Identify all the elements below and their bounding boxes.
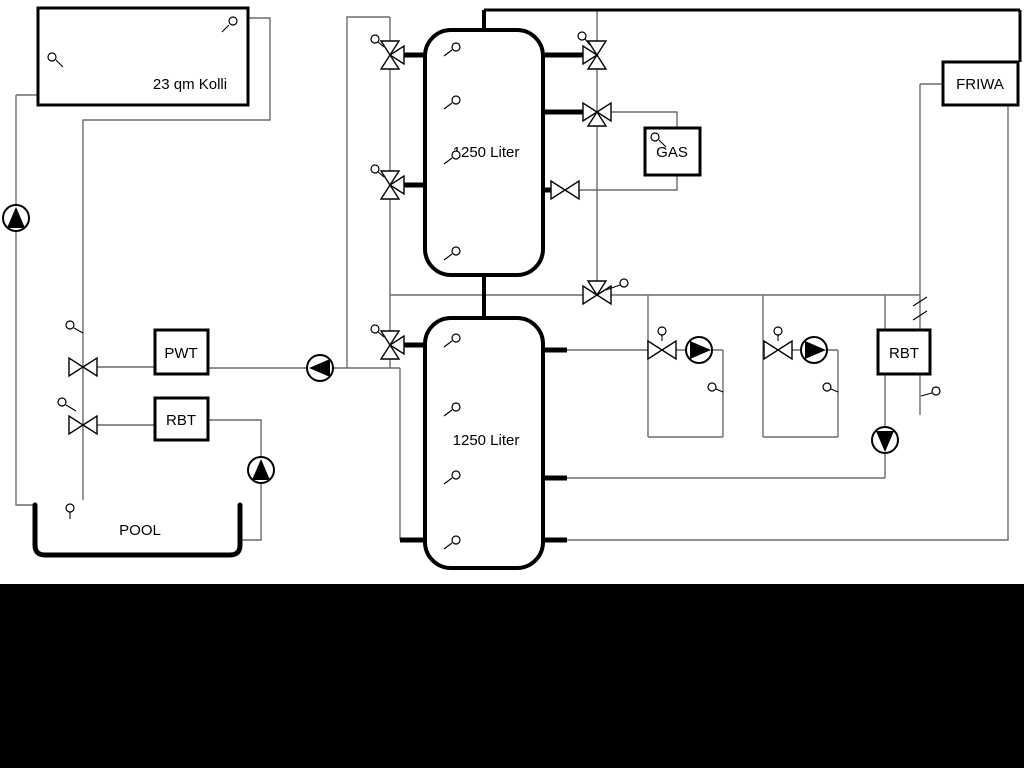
charge-valve-actuator-icon [370, 324, 385, 338]
tank1-sensor-icon [443, 42, 461, 57]
rbt-right-label: RBT [889, 345, 919, 362]
tank1-sensor-icon [443, 95, 461, 110]
mixing-valve-actuator-icon [605, 278, 629, 291]
pool-pump-icon [247, 456, 275, 484]
buffer-tank-top: 1250 Liter [423, 28, 545, 277]
valve-icons [68, 40, 793, 436]
footer-black-bar [0, 584, 1024, 768]
pwt-heat-exchanger: PWT [153, 328, 210, 376]
tank-top-header-pipe [484, 8, 1022, 62]
charge-valve-actuator-icon [370, 164, 385, 178]
friwa-box [941, 60, 1020, 107]
line-break-ticks [912, 296, 928, 321]
pwt-label: PWT [164, 345, 197, 362]
collector-label: 23 qm Kolli [153, 76, 227, 93]
charge-valve-icon-tank1-top [379, 40, 405, 70]
collector-box [36, 6, 250, 107]
friwa-label: FRIWA [956, 76, 1004, 93]
tank1-body [423, 28, 545, 277]
buffer-tank-bottom: 1250 Liter [423, 316, 545, 570]
circuit2-pump-icon [800, 336, 828, 364]
pool-outline [32, 502, 243, 558]
three-way-valve-icon-gas-supply [582, 101, 612, 127]
tank2-sensor-icon [443, 402, 461, 417]
circuit1-pump-icon [685, 336, 713, 364]
tank2-sensor-icon [443, 535, 461, 550]
pump-icons [2, 204, 899, 484]
mixing-valve-icon-heating [582, 280, 612, 306]
circuit1-valve-actuator-icon [657, 326, 667, 341]
collector-panel: 23 qm Kolli [36, 6, 250, 107]
three-way-valve-icon-solar-rbt [68, 414, 98, 436]
valve-icon-gas-return [550, 179, 580, 201]
pwt-box [153, 328, 210, 376]
tank2-sensor-icon [443, 333, 461, 348]
valve-icon-circuit1 [647, 339, 677, 361]
gas-sensor-icon [650, 132, 667, 148]
gas-label: GAS [656, 144, 688, 161]
tank1-label: 1250 Liter [453, 144, 520, 161]
charge-valve-icon-tank2-top [379, 330, 405, 360]
collector-sensor-icon [47, 52, 64, 68]
valve-icon-circuit2 [763, 339, 793, 361]
pool-basin: POOL [32, 502, 243, 558]
circuit1-return-sensor-icon [707, 382, 724, 393]
circuit2-valve-actuator-icon [773, 326, 783, 341]
tank-port-stubs [400, 52, 583, 543]
rbt-left-unit: RBT [153, 396, 210, 442]
friwa-module: FRIWA [941, 60, 1020, 107]
circuit2-return-sensor-icon [822, 382, 839, 393]
pool-sensor-icon [65, 503, 75, 519]
pool-label: POOL [119, 522, 161, 539]
charge-valve-actuator-icon [370, 34, 385, 48]
tank2-sensor-icon [443, 470, 461, 485]
tank2-body [423, 316, 545, 570]
tank1-sensor-icon [443, 150, 461, 165]
solar-pump-icon [2, 204, 30, 232]
header-valve-actuator-icon [577, 31, 591, 46]
pipe-network [15, 8, 1022, 543]
rbt-right-unit: RBT [876, 328, 932, 376]
tank1-sensor-icon [443, 246, 461, 261]
charge-valve-icon-tank1-mid [379, 170, 405, 200]
tank2-label: 1250 Liter [453, 432, 520, 449]
rbt-left-box [153, 396, 210, 442]
pwt-pump-icon [306, 354, 334, 382]
three-way-valve-icon-solar-pwt [68, 356, 98, 378]
motor-valve-icon-tank1-header [582, 40, 608, 70]
rbt-left-label: RBT [166, 412, 196, 429]
sensor-icons [47, 16, 941, 550]
pipe-sensor-icon [65, 320, 84, 334]
rbt-return-pump-icon [871, 426, 899, 454]
pipe-sensor-icon [57, 397, 77, 412]
collector-sensor-icon [221, 16, 238, 33]
rbt-right-sensor-icon [920, 386, 941, 397]
rbt-right-box [876, 328, 932, 376]
